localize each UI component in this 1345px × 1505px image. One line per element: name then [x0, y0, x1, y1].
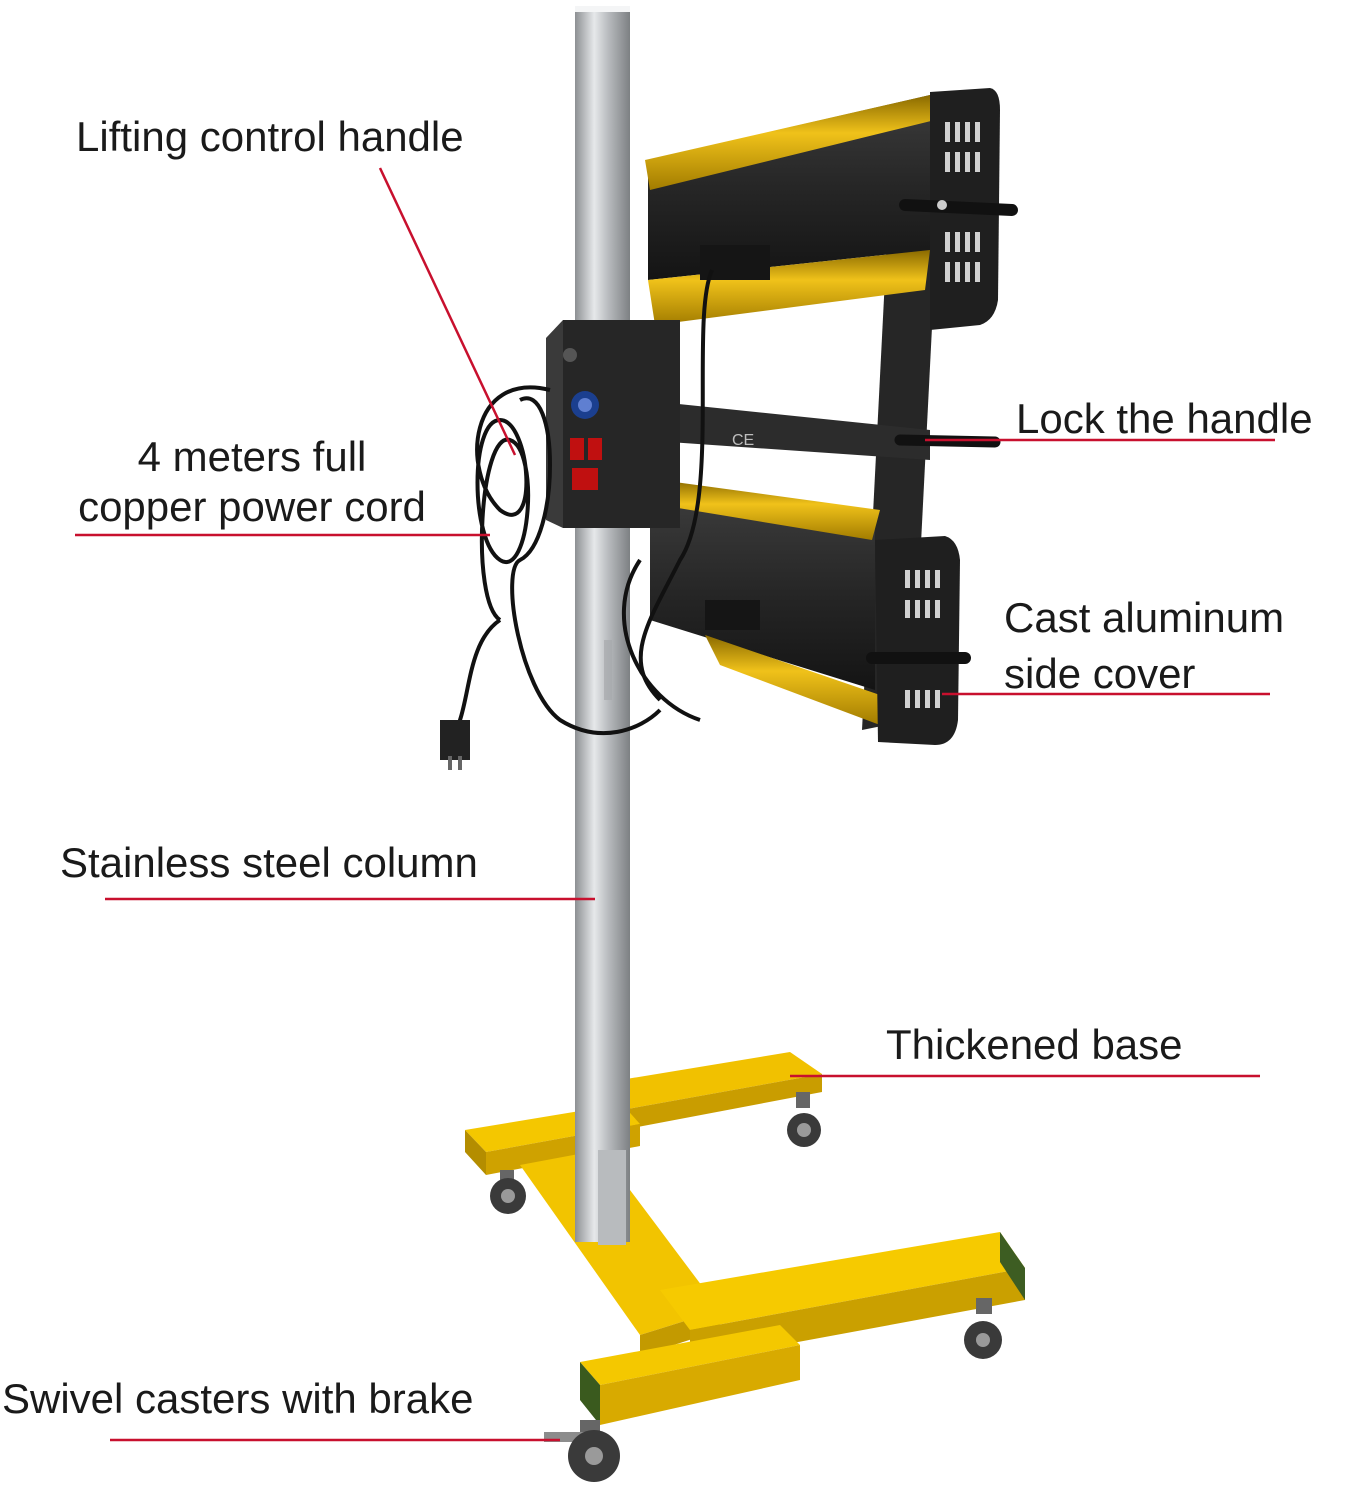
- caster-right: [964, 1298, 1002, 1359]
- label-stainless-steel-column: Stainless steel column: [60, 839, 478, 886]
- label-swivel-casters: Swivel casters with brake: [2, 1375, 474, 1422]
- label-lock-the-handle: Lock the handle: [1016, 395, 1313, 442]
- power-cord: [440, 269, 714, 770]
- label-cast-aluminum-side-cover: Cast aluminum side cover: [1004, 590, 1284, 702]
- label-power-cord-line1: 4 meters full: [137, 433, 367, 480]
- label-power-cord-line2: copper power cord: [78, 483, 426, 530]
- label-cast-aluminum-line2: side cover: [1004, 650, 1196, 697]
- lower-heating-lamp: [650, 480, 971, 745]
- label-power-cord: 4 meters full copper power cord: [52, 432, 452, 532]
- caster-back-left: [490, 1170, 526, 1214]
- caster-front: [544, 1420, 620, 1482]
- swivel-casters: [490, 1092, 1002, 1482]
- stainless-steel-column: [575, 6, 630, 1245]
- leader-lifting-control-handle: [378, 167, 517, 456]
- label-cast-aluminum-line1: Cast aluminum: [1004, 594, 1285, 641]
- control-box: [546, 320, 680, 528]
- upper-heating-lamp: [645, 88, 1018, 330]
- label-thickened-base: Thickened base: [886, 1021, 1183, 1068]
- ce-mark: CE: [732, 432, 754, 449]
- label-lifting-control-handle: Lifting control handle: [76, 113, 464, 160]
- thickened-base: [465, 1052, 1025, 1425]
- leader-lines: [75, 167, 1275, 1442]
- caster-back-right: [787, 1092, 821, 1147]
